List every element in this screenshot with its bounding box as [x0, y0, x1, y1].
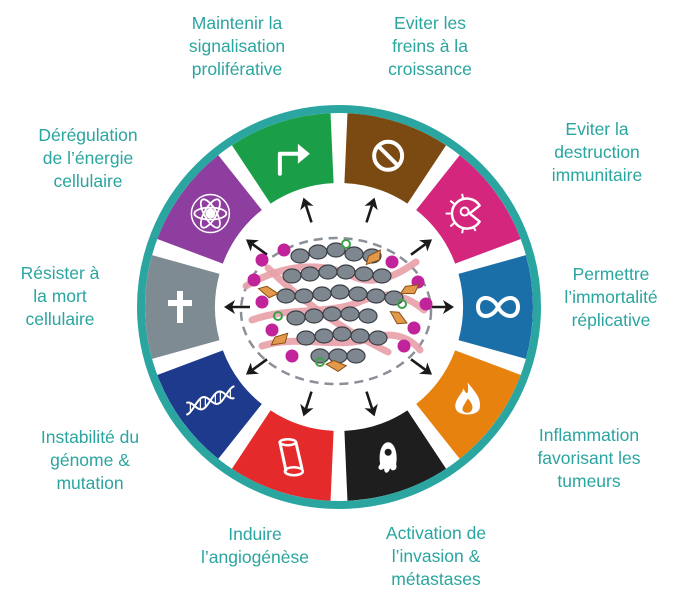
outer-ring — [137, 105, 541, 509]
label-invasion: Activation de l’invasion & métastases — [336, 522, 536, 591]
label-line: génome & — [50, 450, 130, 470]
label-line: favorisant les — [537, 448, 641, 468]
label-line: proliférative — [191, 59, 283, 79]
label-line: immunitaire — [551, 165, 643, 185]
label-line: tumeurs — [557, 471, 621, 491]
vessel-icon — [278, 437, 305, 477]
pacman-cell-icon — [445, 193, 481, 234]
inward-arrow-icon — [300, 391, 314, 417]
label-line: cellulaire — [25, 309, 95, 329]
label-line: Résister à — [20, 263, 100, 283]
segment-genome-instability — [157, 350, 262, 459]
label-cell-death: Résister à la mort cellulaire — [0, 262, 160, 331]
label-line: Dérégulation — [38, 125, 138, 145]
label-line: croissance — [388, 59, 472, 79]
inward-arrow-icon — [224, 300, 250, 314]
label-line: l’invasion & — [391, 546, 481, 566]
label-line: Eviter les — [394, 13, 466, 33]
label-genome-instability: Instabilité du génome & mutation — [0, 426, 190, 495]
label-immune-destruction: Eviter la destruction immunitaire — [497, 118, 682, 187]
inward-arrow-icon — [245, 358, 268, 375]
label-line: l’immortalité — [564, 287, 658, 307]
inward-arrow-icon — [364, 391, 378, 417]
dna-icon — [185, 385, 235, 416]
label-proliferative: Maintenir la signalisation proliférative — [137, 12, 337, 81]
label-line: Activation de — [385, 523, 487, 543]
label-line: destruction — [554, 142, 640, 162]
label-line: mutation — [56, 473, 124, 493]
prohibited-icon — [372, 139, 405, 172]
inward-arrow-icon — [410, 239, 433, 256]
label-line: cellulaire — [53, 171, 123, 191]
segment-proliferative — [231, 113, 334, 204]
label-immortality: Permettre l’immortalité réplicative — [511, 263, 682, 332]
inward-arrow-icon — [300, 197, 314, 223]
label-line: métastases — [391, 569, 481, 589]
label-line: réplicative — [571, 310, 651, 330]
label-line: Induire — [228, 524, 282, 544]
label-line: Instabilité du — [40, 427, 140, 447]
label-line: Eviter la — [565, 119, 629, 139]
inward-arrow-icon — [410, 358, 433, 375]
arrow-up-right-icon — [277, 143, 310, 176]
label-line: de l’énergie — [42, 148, 134, 168]
flame-icon — [455, 382, 481, 415]
label-line: freins à la — [392, 36, 468, 56]
inward-arrow-icon — [245, 239, 268, 256]
label-energetics: Dérégulation de l’énergie cellulaire — [0, 124, 188, 193]
atom-icon — [190, 193, 231, 234]
tumor-microenvironment — [239, 236, 433, 386]
label-inflammation: Inflammation favorisant les tumeurs — [489, 424, 682, 493]
label-line: la mort — [33, 286, 87, 306]
inward-arrow-icon — [364, 197, 378, 223]
cross-icon — [168, 291, 192, 323]
segment-growth-suppressors — [344, 113, 447, 204]
cell-migration-icon — [378, 442, 397, 473]
label-line: signalisation — [188, 36, 286, 56]
label-growth-suppressors: Eviter les freins à la croissance — [330, 12, 530, 81]
label-angiogenesis: Induire l’angiogénèse — [155, 523, 355, 569]
label-line: Permettre — [572, 264, 650, 284]
infinity-icon — [476, 296, 520, 318]
label-line: Maintenir la — [191, 13, 283, 33]
label-line: l’angiogénèse — [200, 547, 309, 567]
label-line: Inflammation — [538, 425, 640, 445]
